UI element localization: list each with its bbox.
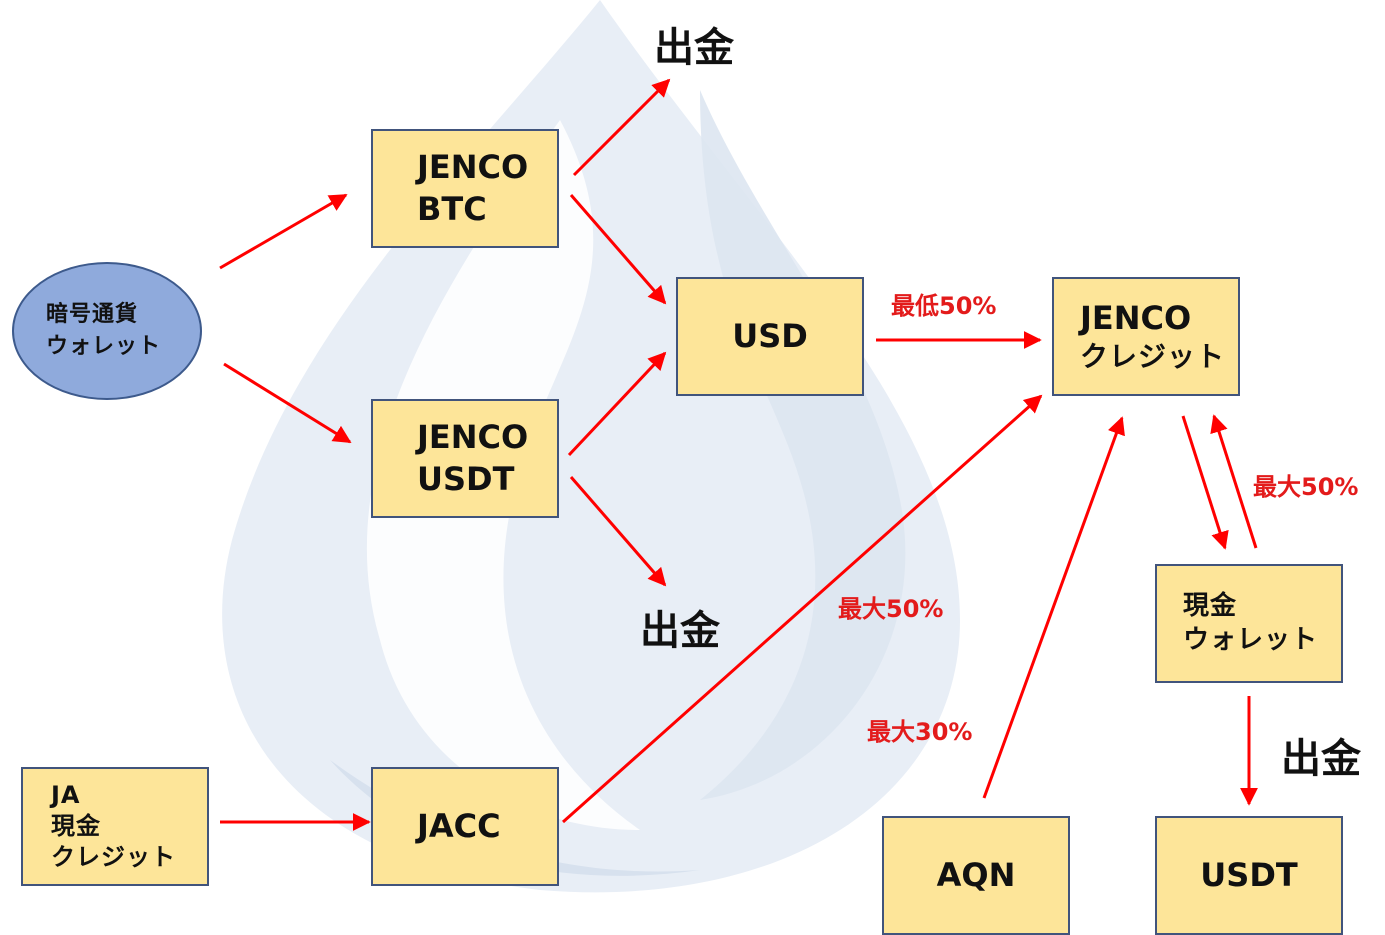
crypto-wallet-line1: 暗号通貨 [46,302,139,328]
arrow-jacc-to-credit [562,394,1043,824]
usdt-node: USDT [1155,816,1343,935]
ja-cash-credit-line2: 現金 [51,811,101,840]
jenco-usdt-line2: USDT [417,459,515,498]
jenco-credit-line2: クレジット [1080,340,1226,374]
cash-wallet-line2: ウォレット [1183,624,1319,655]
max-30-percent-label: 最大30% [867,718,973,746]
max-50-percent-right-label: 最大50% [1253,473,1359,501]
ja-cash-credit-line1: JA [51,780,81,809]
arrow-btc-to-usd [569,194,667,305]
withdraw-right-label: 出金 [1281,736,1361,782]
ja-cash-credit-node: JA 現金 クレジット [21,767,209,886]
arrow-usdt-to-usd [567,351,667,457]
jenco-btc-line1: JENCO [417,147,529,186]
aqn-node: AQN [882,816,1070,935]
jenco-usdt-line1: JENCO [417,417,529,456]
jacc-label: JACC [417,806,501,845]
withdraw-middle-label: 出金 [640,608,720,654]
jenco-btc-line2: BTC [417,189,487,228]
arrow-btc-to-withdraw [572,78,671,177]
jenco-usdt-node: JENCO USDT [371,399,559,518]
crypto-wallet-line2: ウォレット [46,334,162,359]
arrow-cash-wallet-to-credit [1210,414,1258,549]
crypto-wallet-node: 暗号通貨 ウォレット [12,262,202,400]
withdraw-top-label: 出金 [654,25,734,71]
watermark-inner-wave [700,90,906,800]
usd-label: USD [732,316,808,355]
arrow-aqn-to-credit [982,416,1125,799]
arrow-wallet-to-usdt [223,362,352,444]
cash-wallet-line1: 現金 [1183,590,1238,621]
min-50-percent-label: 最低50% [891,292,997,320]
usdt-label: USDT [1200,855,1298,894]
usd-node: USD [676,277,864,396]
jacc-node: JACC [371,767,559,886]
arrow-usdt-to-withdraw [569,476,667,587]
jenco-credit-line1: JENCO [1080,298,1192,337]
arrow-credit-to-cash-wallet [1181,415,1229,550]
cash-wallet-node: 現金 ウォレット [1155,564,1343,683]
ja-cash-credit-line3: クレジット [51,843,176,872]
aqn-label: AQN [936,855,1016,894]
max-50-percent-jacc-label: 最大50% [838,595,944,623]
jenco-credit-node: JENCO クレジット [1052,277,1240,396]
jenco-btc-node: JENCO BTC [371,129,559,248]
arrow-wallet-to-btc [219,193,348,270]
